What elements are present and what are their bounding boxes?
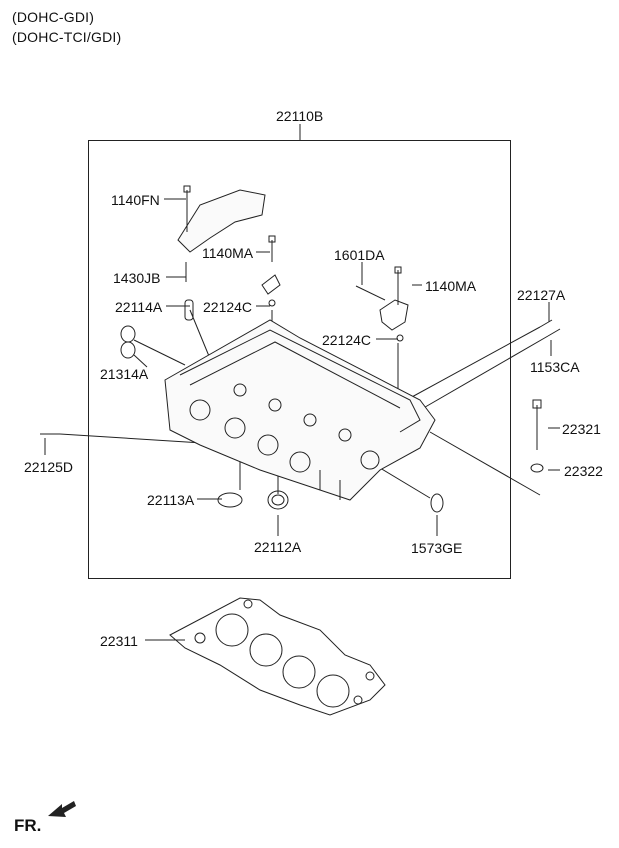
front-arrow-icon xyxy=(48,801,76,817)
part-label-22127A[interactable]: 22127A xyxy=(517,287,566,303)
part-label-22322[interactable]: 22322 xyxy=(564,463,603,479)
part-label-1573GE[interactable]: 1573GE xyxy=(411,540,463,556)
engine-variant-tci-gdi: (DOHC-TCI/GDI) xyxy=(12,29,122,45)
part-label-1430JB[interactable]: 1430JB xyxy=(113,270,161,286)
part-label-1601DA[interactable]: 1601DA xyxy=(334,247,385,263)
part-label-22110B[interactable]: 22110B xyxy=(276,108,324,124)
part-label-22124C-top[interactable]: 22124C xyxy=(203,299,253,315)
part-label-22321[interactable]: 22321 xyxy=(562,421,601,437)
part-label-22112A[interactable]: 22112A xyxy=(254,539,302,555)
part-label-1140MA-right[interactable]: 1140MA xyxy=(425,278,477,294)
assembly-frame xyxy=(88,140,511,579)
part-label-1140FN[interactable]: 1140FN xyxy=(111,192,160,208)
part-label-1140MA-left[interactable]: 1140MA xyxy=(202,245,254,261)
part-label-22114A[interactable]: 22114A xyxy=(115,299,163,315)
part-label-22125D[interactable]: 22125D xyxy=(24,459,74,475)
part-label-21314A[interactable]: 21314A xyxy=(100,366,149,382)
part-label-22311[interactable]: 22311 xyxy=(100,633,138,649)
part-label-1153CA[interactable]: 1153CA xyxy=(530,359,580,375)
engine-variant-gdi: (DOHC-GDI) xyxy=(12,9,95,25)
front-direction-label: FR. xyxy=(14,816,42,835)
part-label-22113A[interactable]: 22113A xyxy=(147,492,195,508)
part-label-22124C-mid[interactable]: 22124C xyxy=(322,332,372,348)
